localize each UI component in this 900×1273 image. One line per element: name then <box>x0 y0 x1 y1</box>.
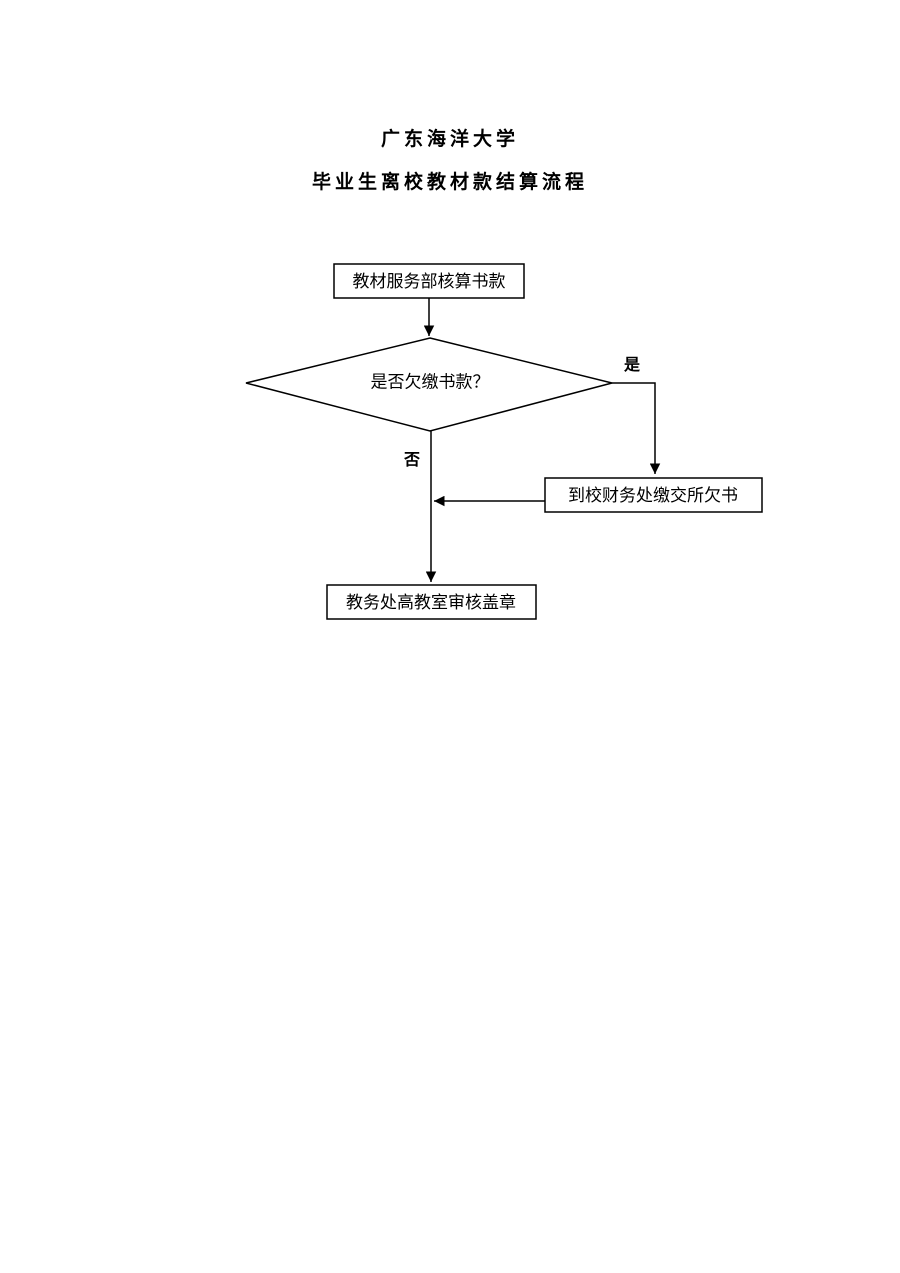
branch-yes-label: 是 <box>623 355 640 374</box>
node-pay: 到校财务处缴交所欠书 <box>544 477 763 513</box>
node-decision-label: 是否欠缴书款？ <box>371 373 490 393</box>
node-start-label: 教材服务部核算书款 <box>353 272 506 292</box>
node-end-label: 教务处高教室审核盖章 <box>346 593 516 613</box>
branch-no-label: 否 <box>403 450 420 469</box>
document-title: 广东海洋大学 <box>380 128 519 150</box>
node-decision: 是否欠缴书款？ <box>245 337 613 432</box>
document-subtitle: 毕业生离校教材款结算流程 <box>311 171 588 193</box>
node-start: 教材服务部核算书款 <box>333 263 525 299</box>
node-end: 教务处高教室审核盖章 <box>326 584 537 620</box>
edge-decision-yes <box>612 382 661 474</box>
node-pay-label: 到校财务处缴交所欠书 <box>568 486 738 506</box>
